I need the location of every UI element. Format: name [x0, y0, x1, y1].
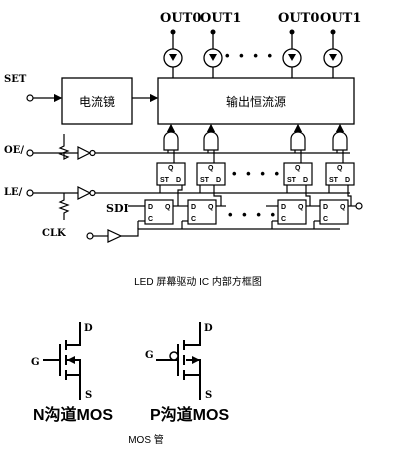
le-input: LE/: [4, 185, 350, 220]
output-label-0: OUT0: [160, 11, 201, 26]
register-ellipsis: • • • •: [228, 207, 278, 222]
shift-register-row: SDI D Q C D Q C D Q C D Q C: [106, 185, 363, 225]
latch-q-label: Q: [168, 165, 174, 172]
ff-q-label: Q: [208, 204, 214, 211]
latch-d-label: D: [176, 177, 181, 184]
latch-ellipsis: • • • •: [232, 166, 282, 181]
latch-d-label: D: [345, 177, 350, 184]
set-input: SET: [4, 74, 159, 103]
output-label-3: OUT1: [320, 11, 361, 26]
ff-c-label: C: [148, 216, 153, 223]
latch-d-label: D: [303, 177, 308, 184]
and-gates: [163, 131, 348, 151]
sdi-pin-label: SDI: [106, 202, 129, 215]
n-source-label: S: [85, 390, 92, 401]
output-source-label: 输出恒流源: [226, 94, 286, 109]
ff-c-label: C: [281, 216, 286, 223]
le-pin-label: LE/: [4, 187, 23, 198]
ff-d-label: D: [323, 204, 328, 211]
output-constant-current-source-block: 输出恒流源: [157, 77, 355, 125]
set-pin-label: SET: [4, 74, 27, 85]
n-drain-label: D: [84, 323, 93, 334]
latch-row: Q ST D Q ST D Q ST D Q ST D • • • •: [156, 150, 355, 186]
n-channel-label: N沟道MOS: [33, 405, 113, 424]
ff-c-label: C: [323, 216, 328, 223]
ff-q-label: Q: [165, 204, 171, 211]
latch-st-label: ST: [200, 177, 210, 184]
latch-d-label: D: [216, 177, 221, 184]
oe-input: OE/: [4, 134, 350, 160]
latch-st-label: ST: [160, 177, 170, 184]
latch-q-label: Q: [295, 165, 301, 172]
ff-q-label: Q: [298, 204, 304, 211]
latch-st-label: ST: [329, 177, 339, 184]
latch-st-label: ST: [287, 177, 297, 184]
block-diagram-caption: LED 屏幕驱动 IC 内部方框图: [134, 275, 262, 288]
p-channel-label: P沟道MOS: [150, 405, 229, 424]
latch-q-label: Q: [208, 165, 214, 172]
latch-q-label: Q: [337, 165, 343, 172]
clk-pin-label: CLK: [42, 228, 66, 239]
driver-arrows: [166, 123, 345, 137]
ff-d-label: D: [281, 204, 286, 211]
p-gate-label: G: [145, 350, 154, 361]
current-mirror-label: 电流镜: [79, 94, 115, 109]
n-channel-mos-symbol: D G S: [31, 322, 93, 401]
output-label-1: OUT1: [200, 11, 241, 26]
p-channel-mos-symbol: D G S: [145, 322, 213, 401]
mos-caption: MOS 管: [128, 433, 164, 446]
ff-d-label: D: [191, 204, 196, 211]
n-gate-label: G: [31, 357, 40, 368]
current-mirror-block: 电流镜: [61, 77, 133, 125]
output-ellipsis: • • • •: [225, 48, 275, 63]
oe-pin-label: OE/: [4, 145, 24, 156]
clk-input: CLK: [42, 220, 340, 243]
output-pins: OUT0 OUT1 OUT0 OUT1 • • • •: [160, 11, 361, 78]
p-source-label: S: [205, 390, 212, 401]
output-label-2: OUT0: [278, 11, 319, 26]
ff-d-label: D: [148, 204, 153, 211]
ff-q-label: Q: [340, 204, 346, 211]
p-drain-label: D: [204, 323, 213, 334]
ff-c-label: C: [191, 216, 196, 223]
